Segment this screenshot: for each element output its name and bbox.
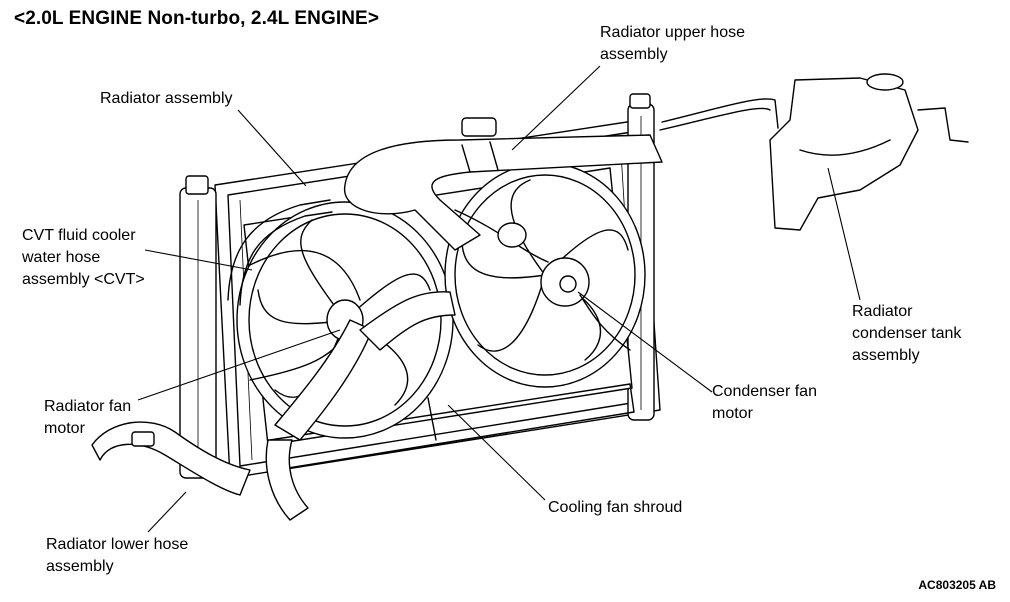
radiator-lower-hose [91, 319, 373, 521]
overflow-hose [661, 98, 779, 129]
label-radiator-assembly: Radiator assembly [100, 90, 233, 107]
radiator-fan [236, 201, 454, 439]
label-cvt-fluid-cooler-hose: CVT fluid cooler water hose assembly <CV… [22, 227, 145, 288]
lower-mid-hose [359, 291, 456, 351]
label-radiator-lower-hose: Radiator lower hose assembly [46, 536, 189, 575]
condenser-fan [444, 162, 646, 388]
diagram-title: <2.0L ENGINE Non-turbo, 2.4L ENGINE> [14, 8, 380, 29]
figure-code: AC803205 AB [918, 578, 996, 592]
label-cooling-fan-shroud: Cooling fan shroud [548, 499, 683, 516]
leader-lines [137, 65, 861, 533]
label-condenser-fan-motor: Condenser fan motor [712, 383, 817, 422]
radiator-condenser-tank [769, 73, 969, 231]
label-radiator-fan-motor: Radiator fan motor [44, 398, 132, 437]
radiator-upper-hose [344, 117, 663, 251]
label-radiator-condenser-tank: Radiator condenser tank assembly [852, 303, 962, 364]
label-radiator-upper-hose: Radiator upper hose assembly [600, 24, 745, 63]
cvt-cooler-hose [227, 199, 331, 301]
